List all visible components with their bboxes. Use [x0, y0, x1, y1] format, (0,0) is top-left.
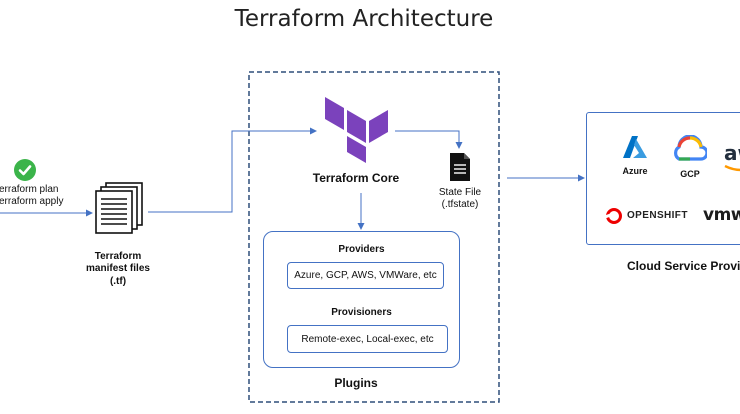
diagram-title: Terraform Architecture: [234, 6, 494, 32]
provisioners-box: Remote-exec, Local-exec, etc: [287, 325, 448, 353]
plugins-box: [263, 231, 460, 368]
openshift-label: OPENSHIFT: [627, 210, 688, 221]
manifest-label-line2: manifest files: [86, 263, 150, 274]
arrow-manifest-to-core: [148, 127, 317, 213]
terraform-core-label: Terraform Core: [312, 171, 400, 185]
terraform-logo: [325, 97, 389, 163]
aws-logo: aw: [724, 141, 740, 172]
document-icon: [449, 152, 471, 182]
providers-heading: Providers: [338, 244, 385, 255]
provisioners-heading: Provisioners: [331, 307, 392, 318]
openshift-logo: [604, 207, 623, 225]
command-plan: Terraform plan: [0, 184, 59, 195]
cloud-providers-panel: Azure GCP aw OPENSHIFT vmwa: [586, 112, 740, 245]
command-apply: Terraform apply: [0, 196, 64, 207]
state-file-label-line1: State File: [438, 187, 482, 198]
documents-icon: [94, 181, 146, 237]
providers-box: Azure, GCP, AWS, VMWare, etc: [287, 262, 444, 289]
manifest-label-line3: (.tf): [109, 276, 127, 287]
manifest-label-line1: Terraform: [94, 251, 142, 262]
vmware-logo: vmwa: [703, 205, 740, 225]
terraform-core-container: [248, 71, 500, 403]
aws-label: aw: [724, 141, 740, 165]
arrow-core-to-state: [395, 130, 463, 149]
gcp-label: GCP: [680, 169, 700, 179]
providers-text: Azure, GCP, AWS, VMWare, etc: [294, 270, 437, 281]
plugins-label: Plugins: [334, 376, 378, 390]
provisioners-text: Remote-exec, Local-exec, etc: [301, 333, 434, 345]
azure-label: Azure: [622, 166, 648, 176]
state-file-label-line2: (.tfstate): [441, 199, 479, 210]
gcp-logo: [673, 134, 709, 163]
cloud-providers-label: Cloud Service Provic: [627, 259, 740, 273]
check-icon: [14, 159, 36, 181]
vmware-label: vmwa: [703, 205, 740, 225]
azure-logo: [623, 136, 647, 158]
